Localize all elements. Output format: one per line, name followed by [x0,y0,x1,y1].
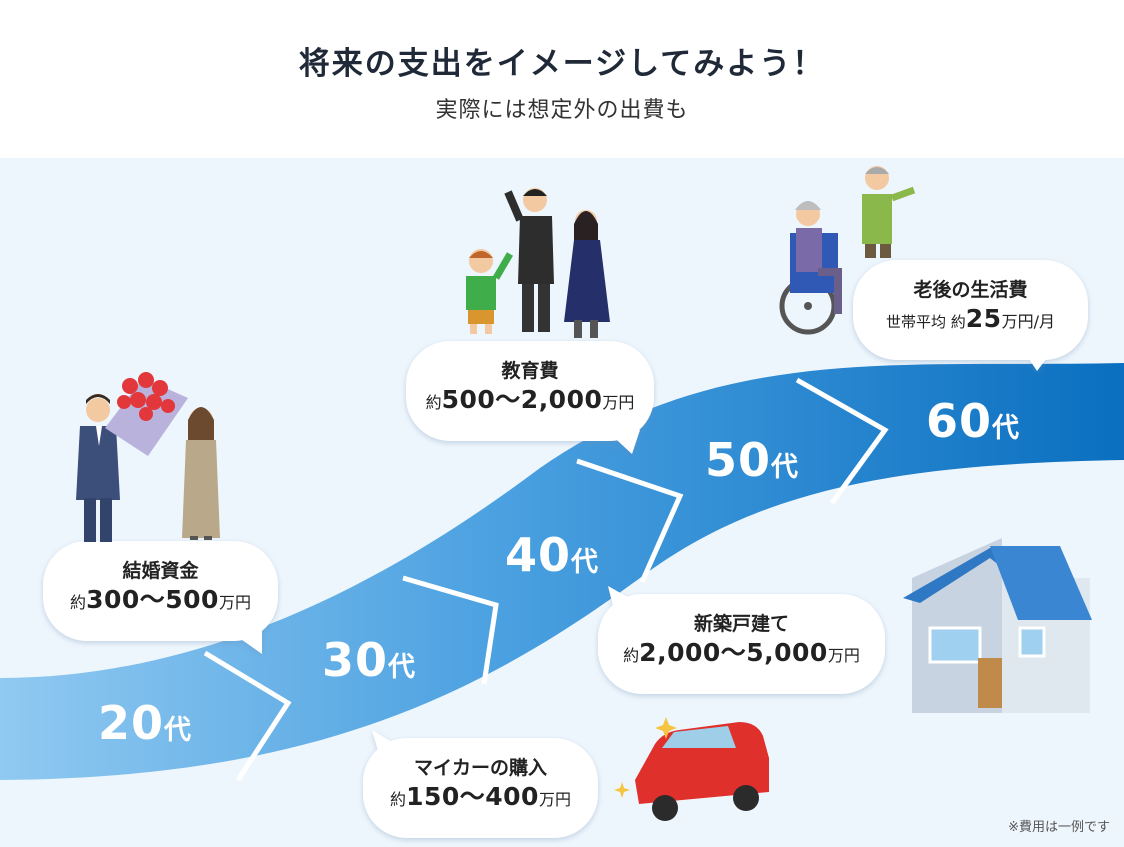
speech-bubbles [43,260,1088,838]
bubble-marriage [43,541,278,654]
marriage-title: 結婚資金 [122,560,199,582]
house-illustration [903,538,1092,713]
car-amount: 約150〜400万円 [390,782,571,811]
retirement-cost: 老後の生活費 世帯平均 約25万円/月 [853,277,1088,338]
retirement-amount: 世帯平均 約25万円/月 [886,304,1055,333]
footnote: ※費用は一例です [1008,820,1110,835]
header: 将来の支出をイメージしてみよう！ 実際には想定外の出費も [0,0,1124,158]
life-stage-diagram: 20代 30代 40代 50代 60代 結婚資金 約300〜500万円 教育費 … [0,158,1124,847]
house-cost: 新築戸建て 約2,000〜5,000万円 [598,611,885,672]
elderly-couple-illustration [779,166,916,335]
house-title: 新築戸建て [693,613,789,635]
divider-20-30 [203,650,292,782]
age-label-60: 60代 [926,394,1020,448]
retirement-title: 老後の生活費 [913,279,1028,301]
house-amount: 約2,000〜5,000万円 [623,638,860,667]
age-label-20: 20代 [98,696,192,750]
stage-dividers [203,377,889,782]
couple-bouquet-illustration [76,372,220,542]
education-amount: 約500〜2,000万円 [425,385,635,414]
bubble-car [363,730,598,838]
marriage-amount: 約300〜500万円 [70,585,251,614]
education-title: 教育費 [501,360,559,382]
education-cost: 教育費 約500〜2,000万円 [406,358,654,419]
life-band [0,363,1124,780]
divider-50-60 [795,377,889,505]
diagram-graphics [0,166,1124,838]
age-label-50: 50代 [705,433,799,487]
age-label-30: 30代 [322,633,416,687]
marriage-cost: 結婚資金 約300〜500万円 [43,558,278,619]
divider-40-50 [576,458,684,584]
bubble-house [598,586,885,694]
page-subtitle: 実際には想定外の出費も [435,98,689,123]
car-cost: マイカーの購入 約150〜400万円 [363,755,598,816]
car-illustration [614,717,769,821]
age-label-40: 40代 [505,528,599,582]
bubble-retirement [853,260,1088,371]
divider-30-40 [402,575,499,685]
bubble-education [406,341,654,454]
car-title: マイカーの購入 [413,757,547,779]
family-illustration [466,188,610,338]
page-title: 将来の支出をイメージしてみよう！ [298,46,826,82]
